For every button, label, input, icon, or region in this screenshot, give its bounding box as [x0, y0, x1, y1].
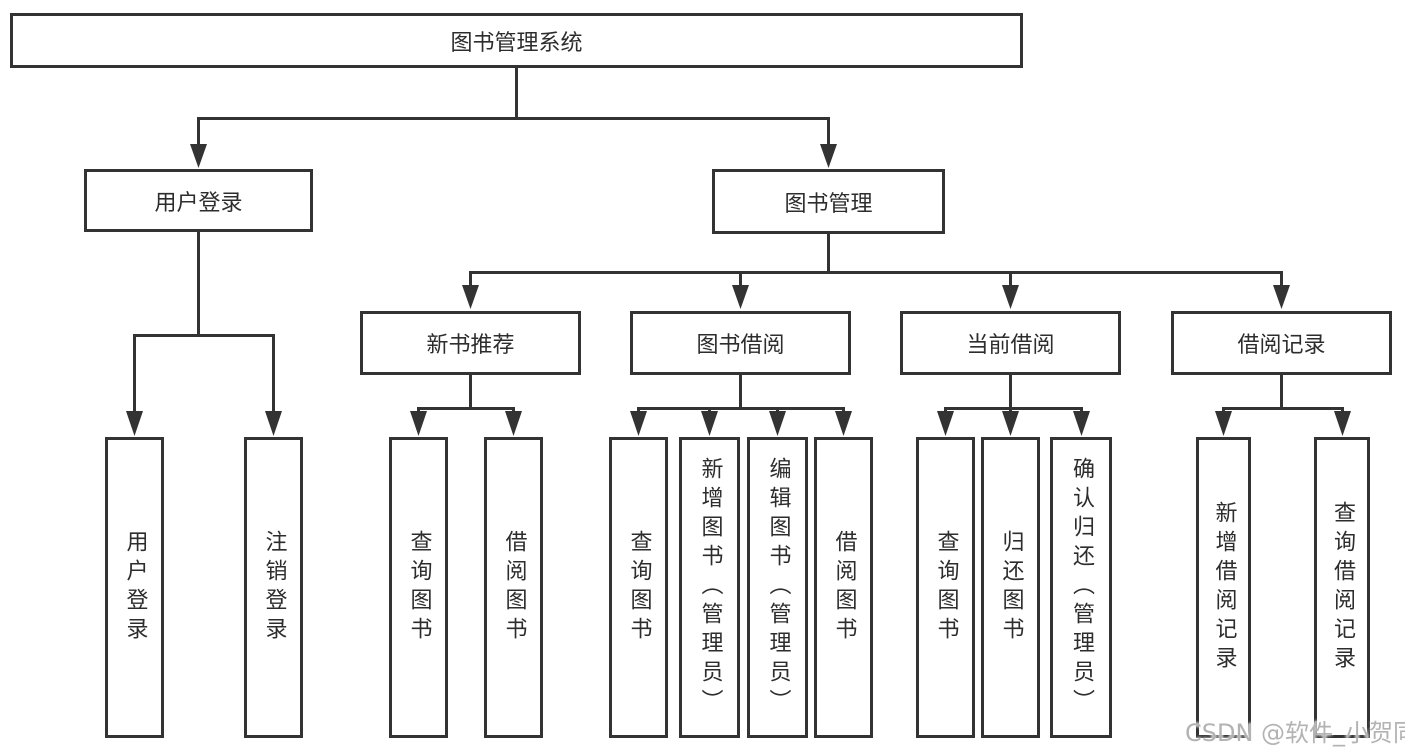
leaf-query-books-recommend: 查询图书: [389, 437, 448, 738]
leaf-label: 归还图书: [998, 529, 1024, 646]
leaf-label: 借阅图书: [831, 529, 857, 646]
leaf-label: 新增图书（管理员）: [697, 457, 723, 718]
csdn-watermark: CSDN @软件_小贺同学: [1185, 719, 1405, 747]
leaf-label: 借阅图书: [501, 529, 527, 646]
leaf-label: 确认归还（管理员）: [1069, 457, 1094, 718]
leaf-logout: 注销登录: [244, 437, 303, 738]
leaf-query-books-borrowing: 查询图书: [609, 437, 668, 738]
leaf-return-book: 归还图书: [981, 437, 1040, 738]
leaf-add-book-admin: 新增图书（管理员）: [679, 437, 740, 738]
leaf-label: 查询图书: [626, 529, 652, 646]
node-borrowing-records: 借阅记录: [1171, 311, 1392, 375]
node-library-system: 图书管理系统: [10, 13, 1023, 68]
node-user-login-branch: 用户登录: [84, 169, 313, 232]
leaf-label: 查询图书: [933, 529, 959, 646]
leaf-label: 查询借阅记录: [1330, 500, 1355, 675]
leaf-borrow-books: 借阅图书: [814, 437, 873, 738]
leaf-borrow-books-recommend: 借阅图书: [484, 437, 543, 738]
leaf-label: 新增借阅记录: [1211, 500, 1237, 675]
node-book-management-branch: 图书管理: [712, 169, 945, 234]
node-new-book-recommend: 新书推荐: [360, 311, 581, 375]
node-current-borrowing: 当前借阅: [900, 311, 1121, 375]
leaf-label: 查询图书: [406, 529, 432, 646]
leaf-query-borrow-record: 查询借阅记录: [1314, 437, 1370, 738]
leaf-user-login: 用户登录: [105, 437, 164, 738]
leaf-label: 用户登录: [122, 529, 148, 646]
leaf-add-borrow-record: 新增借阅记录: [1196, 437, 1251, 738]
leaf-edit-book-admin: 编辑图书（管理员）: [747, 437, 808, 738]
leaf-label: 编辑图书（管理员）: [765, 457, 791, 718]
leaf-label: 注销登录: [261, 529, 287, 646]
node-book-borrowing: 图书借阅: [630, 311, 851, 375]
leaf-confirm-return-admin: 确认归还（管理员）: [1050, 437, 1112, 738]
leaf-query-books-current: 查询图书: [916, 437, 975, 738]
